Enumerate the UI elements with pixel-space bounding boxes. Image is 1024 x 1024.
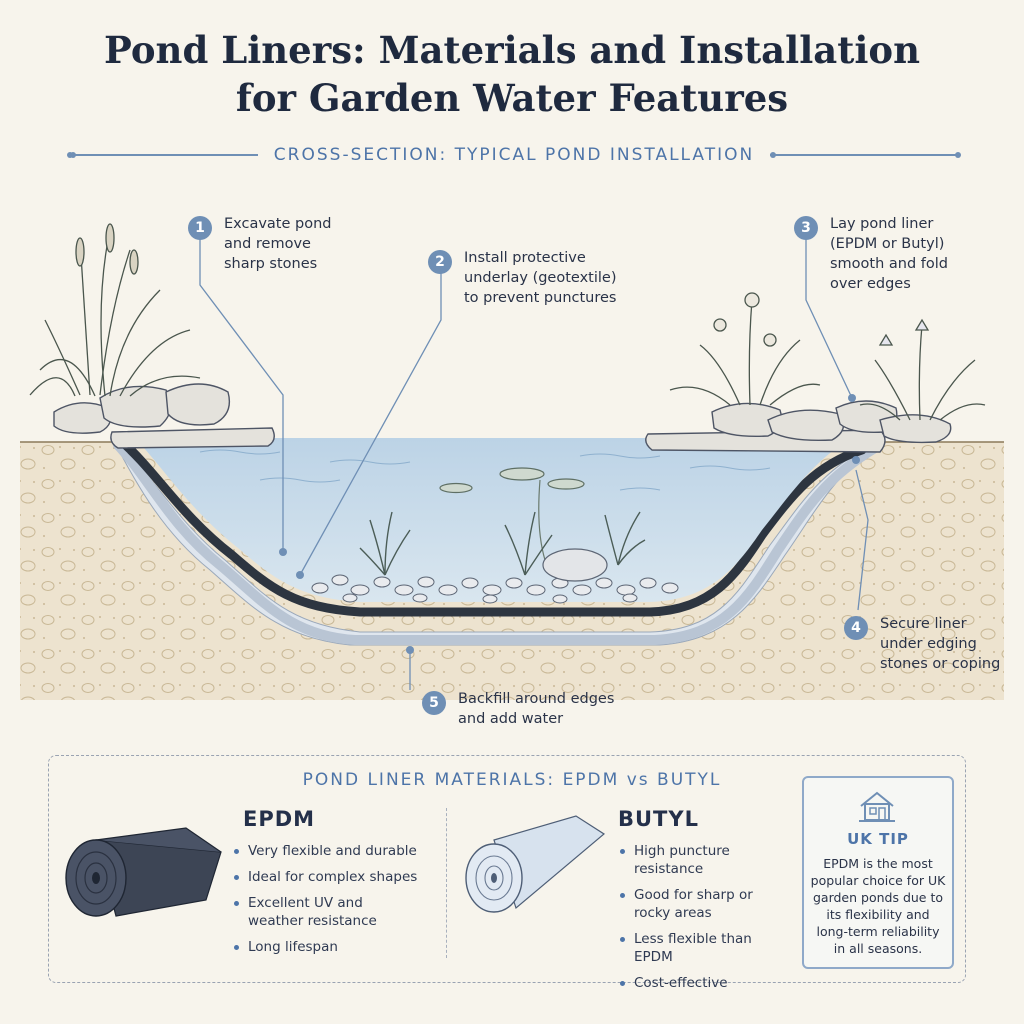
water-body [135,438,850,602]
butyl-bullet: Cost-effective [618,974,790,992]
water-ripples [199,449,771,491]
liner-layer [115,435,867,617]
step-3-badge: 3 [794,216,818,240]
callout-leaders [199,236,869,690]
butyl-bullet: Less flexible than EPDM [618,930,790,966]
lily-pads [439,467,585,561]
title-line-2: for Garden Water Features [235,76,789,120]
step-3: 3 Lay pond liner (EPDM or Butyl) smooth … [794,214,948,294]
step-2-badge: 2 [428,250,452,274]
materials-title: POND LINER MATERIALS: EPDM vs BUTYL [302,770,722,790]
gravel-bed [311,574,679,604]
epdm-bullet: Excellent UV and weather resistance [232,894,437,930]
callout-dots [279,394,860,654]
title-line-1: Pond Liners: Materials and Installation [104,28,920,72]
epdm-roll-illustration [65,827,222,917]
right-plants [669,292,986,421]
underlay-band [113,440,880,645]
materials-divider [446,808,447,958]
subtitle-rule-right [770,152,961,158]
step-5: 5 Backfill around edges and add water [422,689,614,729]
step-5-badge: 5 [422,691,446,715]
epdm-heading: EPDM [243,807,316,831]
butyl-roll-illustration [465,815,606,913]
left-edging-stones [53,383,275,449]
step-4-badge: 4 [844,616,868,640]
uk-tip-box [802,776,954,969]
step-1-text: Excavate pond and remove sharp stones [224,216,332,272]
step-2-text: Install protective underlay (geotextile)… [464,250,617,306]
butyl-bullet: High puncture resistance [618,842,790,878]
step-4: 4 Secure liner under edging stones or co… [844,614,1000,674]
page-title: Pond Liners: Materials and Installation … [0,26,1024,122]
underwater-plants [359,511,646,576]
subtitle-rule-left [67,152,258,158]
section-subtitle: CROSS-SECTION: TYPICAL POND INSTALLATION [67,142,961,168]
left-plants [29,223,201,397]
materials-panel [48,755,966,983]
subtitle-text: CROSS-SECTION: TYPICAL POND INSTALLATION [273,145,755,165]
step-4-text: Secure liner under edging stones or copi… [880,616,1001,672]
pond-cross-section [20,223,1004,700]
epdm-bullets: Very flexible and durable Ideal for comp… [232,842,437,964]
epdm-bullet: Long lifespan [232,938,437,956]
step-3-text: Lay pond liner (EPDM or Butyl) smooth an… [830,216,949,292]
epdm-bullet: Ideal for complex shapes [232,868,437,886]
house-icon [859,791,895,822]
step-2: 2 Install protective underlay (geotextil… [428,248,616,308]
step-1: 1 Excavate pond and remove sharp stones [188,214,332,274]
step-1-badge: 1 [188,216,212,240]
butyl-bullet: Good for sharp or rocky areas [618,886,790,922]
submerged-rock [542,548,608,582]
step-5-text: Backfill around edges and add water [458,691,615,727]
butyl-bullets: High puncture resistance Good for sharp … [618,842,790,1000]
epdm-bullet: Very flexible and durable [232,842,437,860]
uk-tip-body: EPDM is the most popular choice for UK g… [810,856,946,956]
butyl-heading: BUTYL [618,807,699,831]
uk-tip-heading: UK TIP [847,830,909,848]
right-edging-stones [645,400,952,453]
